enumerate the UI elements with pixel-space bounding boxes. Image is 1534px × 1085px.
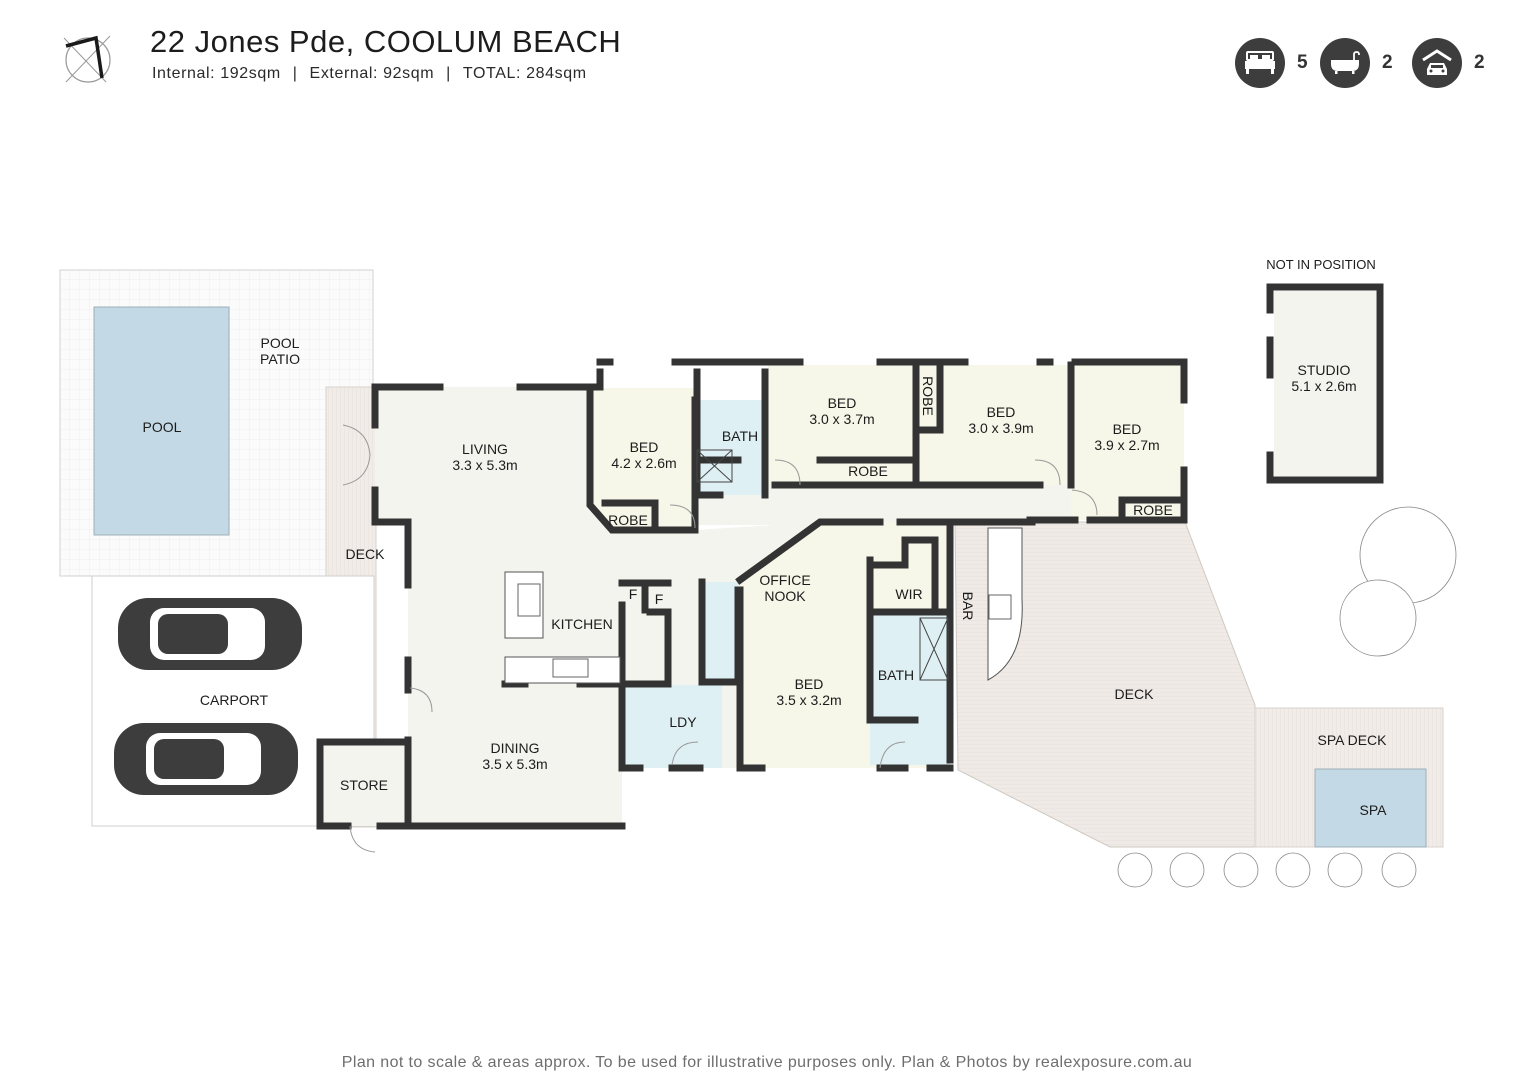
room-label-fridge: F (654, 591, 664, 607)
room-label-store: STORE (340, 777, 388, 793)
room-label-carport: CARPORT (199, 692, 269, 708)
room-label-bath2: BATH (877, 667, 915, 683)
room-label-deck-right: DECK (1114, 686, 1154, 702)
bed-icon (1235, 38, 1285, 88)
room-label-ldy: LDY (669, 714, 697, 730)
studio-position-note: NOT IN POSITION (1266, 257, 1376, 272)
compass-icon (60, 32, 116, 88)
carport-icon (1412, 38, 1462, 88)
property-address: 22 Jones Pde, COOLUM BEACH (150, 24, 622, 59)
bath1-area (697, 400, 765, 495)
room-label-pool: POOL (142, 419, 182, 435)
room-label-spa: SPA (1359, 802, 1387, 818)
walls (316, 283, 1384, 830)
separator: | (446, 65, 451, 82)
room-label-robe1: ROBE (608, 512, 648, 528)
room-label-fridge: F (628, 586, 638, 602)
bedroom-count-value: 5 (1297, 52, 1308, 73)
pool-area (93, 306, 230, 536)
studio-area (1274, 291, 1376, 476)
room-label-spa-deck: SPA DECK (1317, 732, 1387, 748)
ldy-area (622, 685, 722, 768)
doors (342, 424, 1098, 853)
external-area: External: 92sqm (309, 65, 435, 82)
parking-count: 2 (1412, 38, 1485, 88)
separator: | (292, 65, 298, 82)
bed4-area (1071, 365, 1184, 520)
disclaimer: Plan not to scale & areas approx. To be … (341, 1054, 1193, 1071)
room-label-robe3: ROBE (920, 376, 936, 416)
bed1-area (590, 388, 695, 530)
room-label-robe4: ROBE (1133, 502, 1173, 518)
cooktop-icon (517, 583, 541, 617)
kitchen-bench (504, 656, 621, 684)
parking-count-value: 2 (1474, 52, 1485, 73)
bathroom-count-value: 2 (1382, 52, 1393, 73)
room-label-kitchen: KITCHEN (551, 616, 613, 632)
powder-area (702, 582, 738, 682)
room-label-bath1: BATH (721, 428, 759, 444)
shower-icon (696, 449, 733, 483)
room-label-bar: BAR (960, 591, 976, 621)
bathroom-count: 2 (1320, 38, 1393, 88)
room-label-deck-left: DECK (345, 546, 385, 562)
total-area: TOTAL: 284sqm (462, 65, 587, 82)
internal-area: Internal: 192sqm (152, 65, 281, 82)
store-area (320, 742, 408, 826)
bath-icon (1320, 38, 1370, 88)
sink-icon (552, 658, 589, 678)
room-label-robe2: ROBE (848, 463, 888, 479)
bar-counter (987, 527, 1023, 681)
spa-area (1314, 768, 1427, 848)
area-summary: Internal: 192sqm | External: 92sqm | TOTAL: … (152, 65, 587, 83)
kitchen-island (504, 571, 544, 639)
bedroom-count: 5 (1235, 38, 1308, 88)
shower-icon (919, 617, 949, 681)
car-icon (118, 598, 302, 670)
bath2-area (870, 615, 950, 765)
room-label-wir: WIR (895, 586, 923, 602)
car-icon (114, 723, 298, 795)
bar-cooktop-icon (988, 594, 1012, 620)
tree-icon (1117, 506, 1457, 888)
